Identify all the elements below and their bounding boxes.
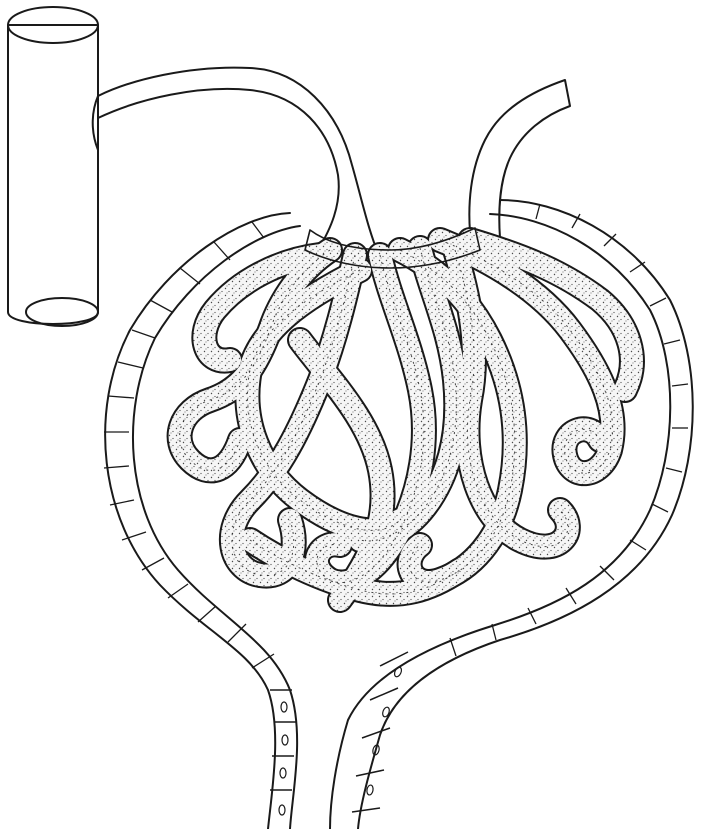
proximal-tubule-left	[270, 690, 296, 815]
interlobular-artery	[8, 7, 98, 326]
proximal-tubule-right	[352, 652, 408, 812]
efferent-arteriole	[469, 80, 570, 238]
capillary-tuft	[180, 240, 632, 600]
afferent-arteriole	[93, 68, 380, 258]
